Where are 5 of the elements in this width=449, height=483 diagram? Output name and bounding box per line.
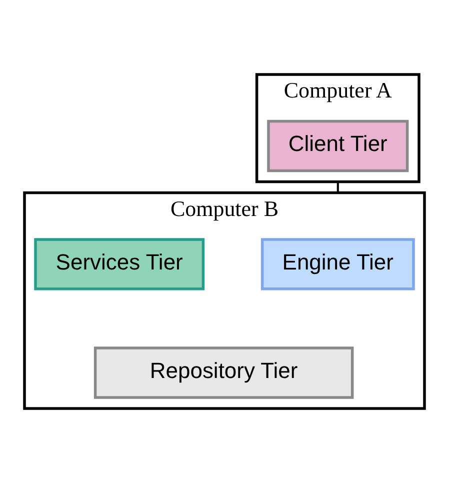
node-box: Repository Tier bbox=[94, 346, 354, 399]
node-box: Engine Tier bbox=[260, 238, 415, 290]
connector bbox=[336, 182, 339, 193]
node-box: Services Tier bbox=[34, 238, 205, 290]
node-box: Client Tier bbox=[267, 120, 409, 172]
